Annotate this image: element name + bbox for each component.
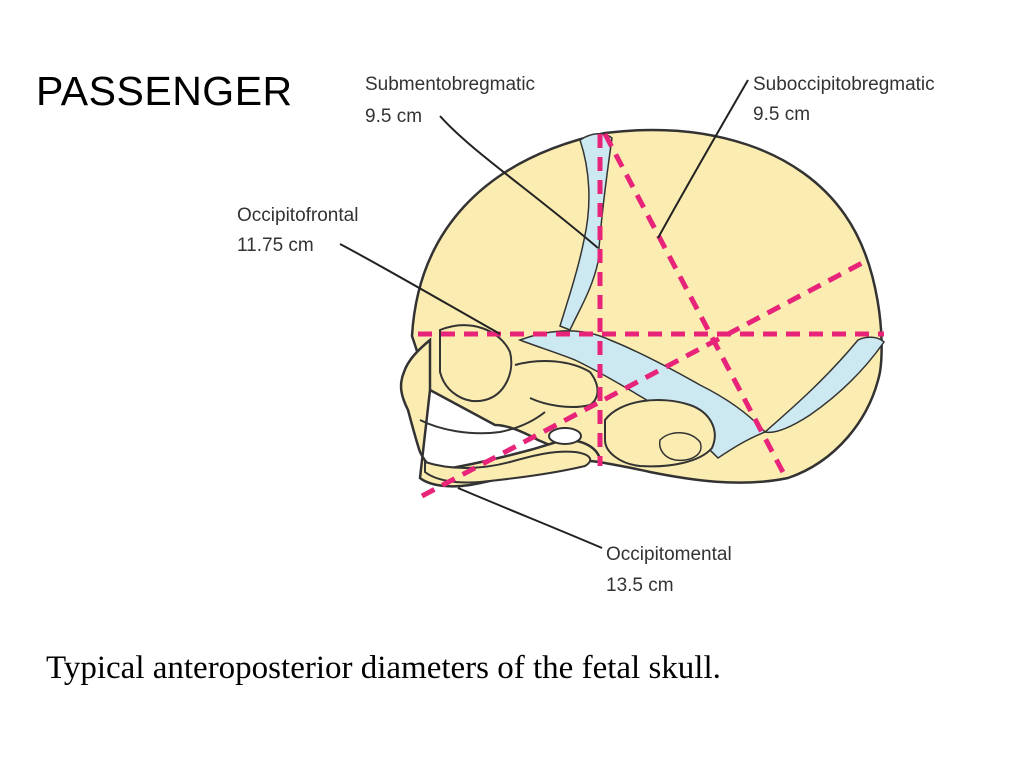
leader-lines	[339, 79, 749, 549]
slide-caption: Typical anteroposterior diameters of the…	[46, 650, 721, 686]
posterior-fontanelle	[763, 336, 885, 434]
fetal-skull-diagram: Submentobregmatic 9.5 cm Suboccipitobreg…	[237, 74, 935, 596]
occipitomental-line	[420, 259, 866, 499]
mastoid	[658, 432, 702, 462]
leader-suboccipitobregmatic	[657, 79, 749, 239]
temporal-bone	[604, 399, 716, 468]
label-occipitofrontal-name: Occipitofrontal	[237, 205, 358, 226]
ear-opening	[548, 427, 582, 445]
slide-title: PASSENGER	[36, 68, 293, 114]
label-occipitomental-name: Occipitomental	[606, 544, 732, 565]
label-submentobregmatic-value: 9.5 cm	[365, 106, 422, 127]
label-submentobregmatic-name: Submentobregmatic	[365, 74, 535, 95]
zygomatic-arch	[514, 360, 599, 408]
label-suboccipitobregmatic-value: 9.5 cm	[753, 104, 810, 125]
label-occipitofrontal-value: 11.75 cm	[237, 235, 314, 256]
diameter-lines	[418, 132, 884, 499]
orbit	[439, 324, 513, 403]
leader-occipitofrontal	[339, 243, 501, 335]
leader-occipitomental	[457, 487, 603, 549]
skull-cranium	[410, 128, 883, 484]
leader-submentobregmatic	[439, 115, 599, 249]
label-suboccipitobregmatic-name: Suboccipitobregmatic	[753, 74, 935, 95]
suboccipitobregmatic-line	[602, 132, 789, 480]
label-occipitomental-value: 13.5 cm	[606, 575, 674, 596]
maxilla	[419, 411, 546, 435]
fetal-skull-illustration	[399, 128, 885, 488]
